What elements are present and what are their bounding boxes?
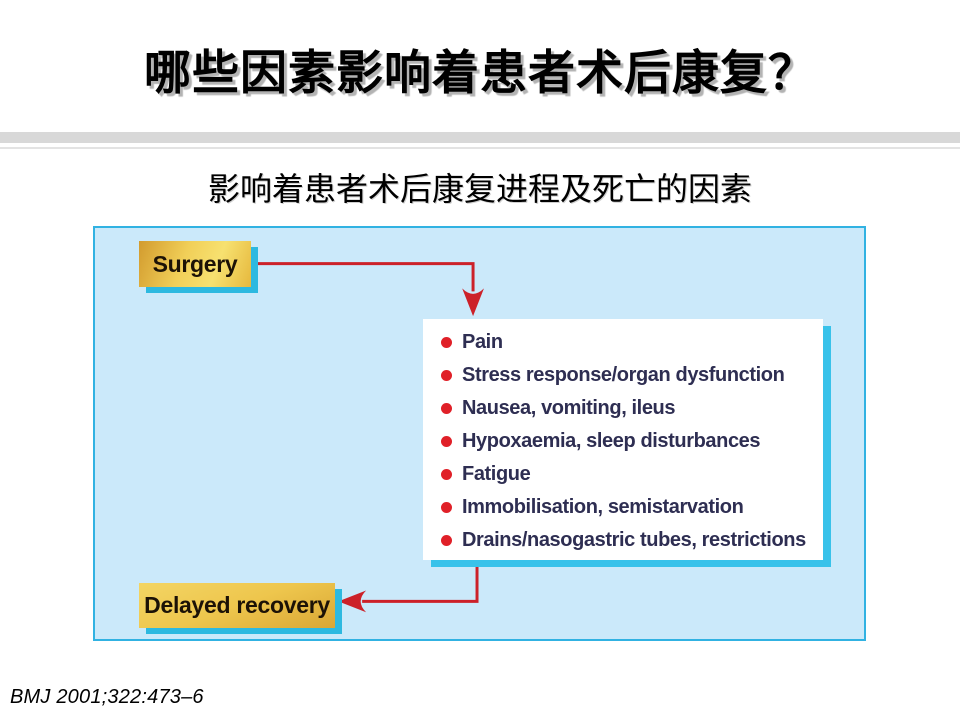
arrow-left-icon [338,590,367,613]
citation-text: BMJ 2001;322:473–6 [10,686,204,708]
bullet-icon [441,436,452,447]
connector-arrows [251,262,484,613]
factor-item: Pain [441,326,817,359]
delayed-recovery-box: Delayed recovery [139,583,335,628]
title-divider-band [0,132,960,143]
bullet-icon [441,502,452,513]
factor-item-label: Drains/nasogastric tubes, restrictions [462,529,806,551]
surgery-box: Surgery [139,241,251,287]
bullet-icon [441,469,452,480]
factor-item-label: Hypoxaemia, sleep disturbances [462,430,761,452]
bullet-icon [441,337,452,348]
delayed-recovery-box-label: Delayed recovery [144,592,330,618]
factor-item: Nausea, vomiting, ileus [441,392,817,425]
factor-item-label: Pain [462,331,503,353]
factor-item-label: Immobilisation, semistarvation [462,496,744,518]
factor-item: Immobilisation, semistarvation [441,491,817,524]
factor-item: Fatigue [441,458,817,491]
factors-to-delayed-line [362,556,479,603]
surgery-box-label: Surgery [152,250,238,277]
title-divider-line [0,147,960,149]
factor-item: Stress response/organ dysfunction [441,359,817,392]
bullet-icon [441,403,452,414]
bullet-icon [441,370,452,381]
factors-box: Pain Stress response/organ dysfunction N… [423,319,823,560]
arrow-down-icon [462,288,484,317]
factor-item-label: Stress response/organ dysfunction [462,364,785,386]
factor-item: Hypoxaemia, sleep disturbances [441,425,817,458]
slide-subtitle: 影响着患者术后康复进程及死亡的因素 [207,171,752,207]
flow-diagram-panel: Surgery Pain Stress response/organ dysfu… [93,226,866,641]
surgery-to-factors-line [251,262,475,292]
factor-item-label: Nausea, vomiting, ileus [462,397,676,419]
factors-list: Pain Stress response/organ dysfunction N… [441,326,817,557]
slide-title: 哪些因素影响着患者术后康复？ [144,46,816,99]
factor-item-label: Fatigue [462,463,531,485]
factor-item: Drains/nasogastric tubes, restrictions [441,524,817,557]
bullet-icon [441,535,452,546]
